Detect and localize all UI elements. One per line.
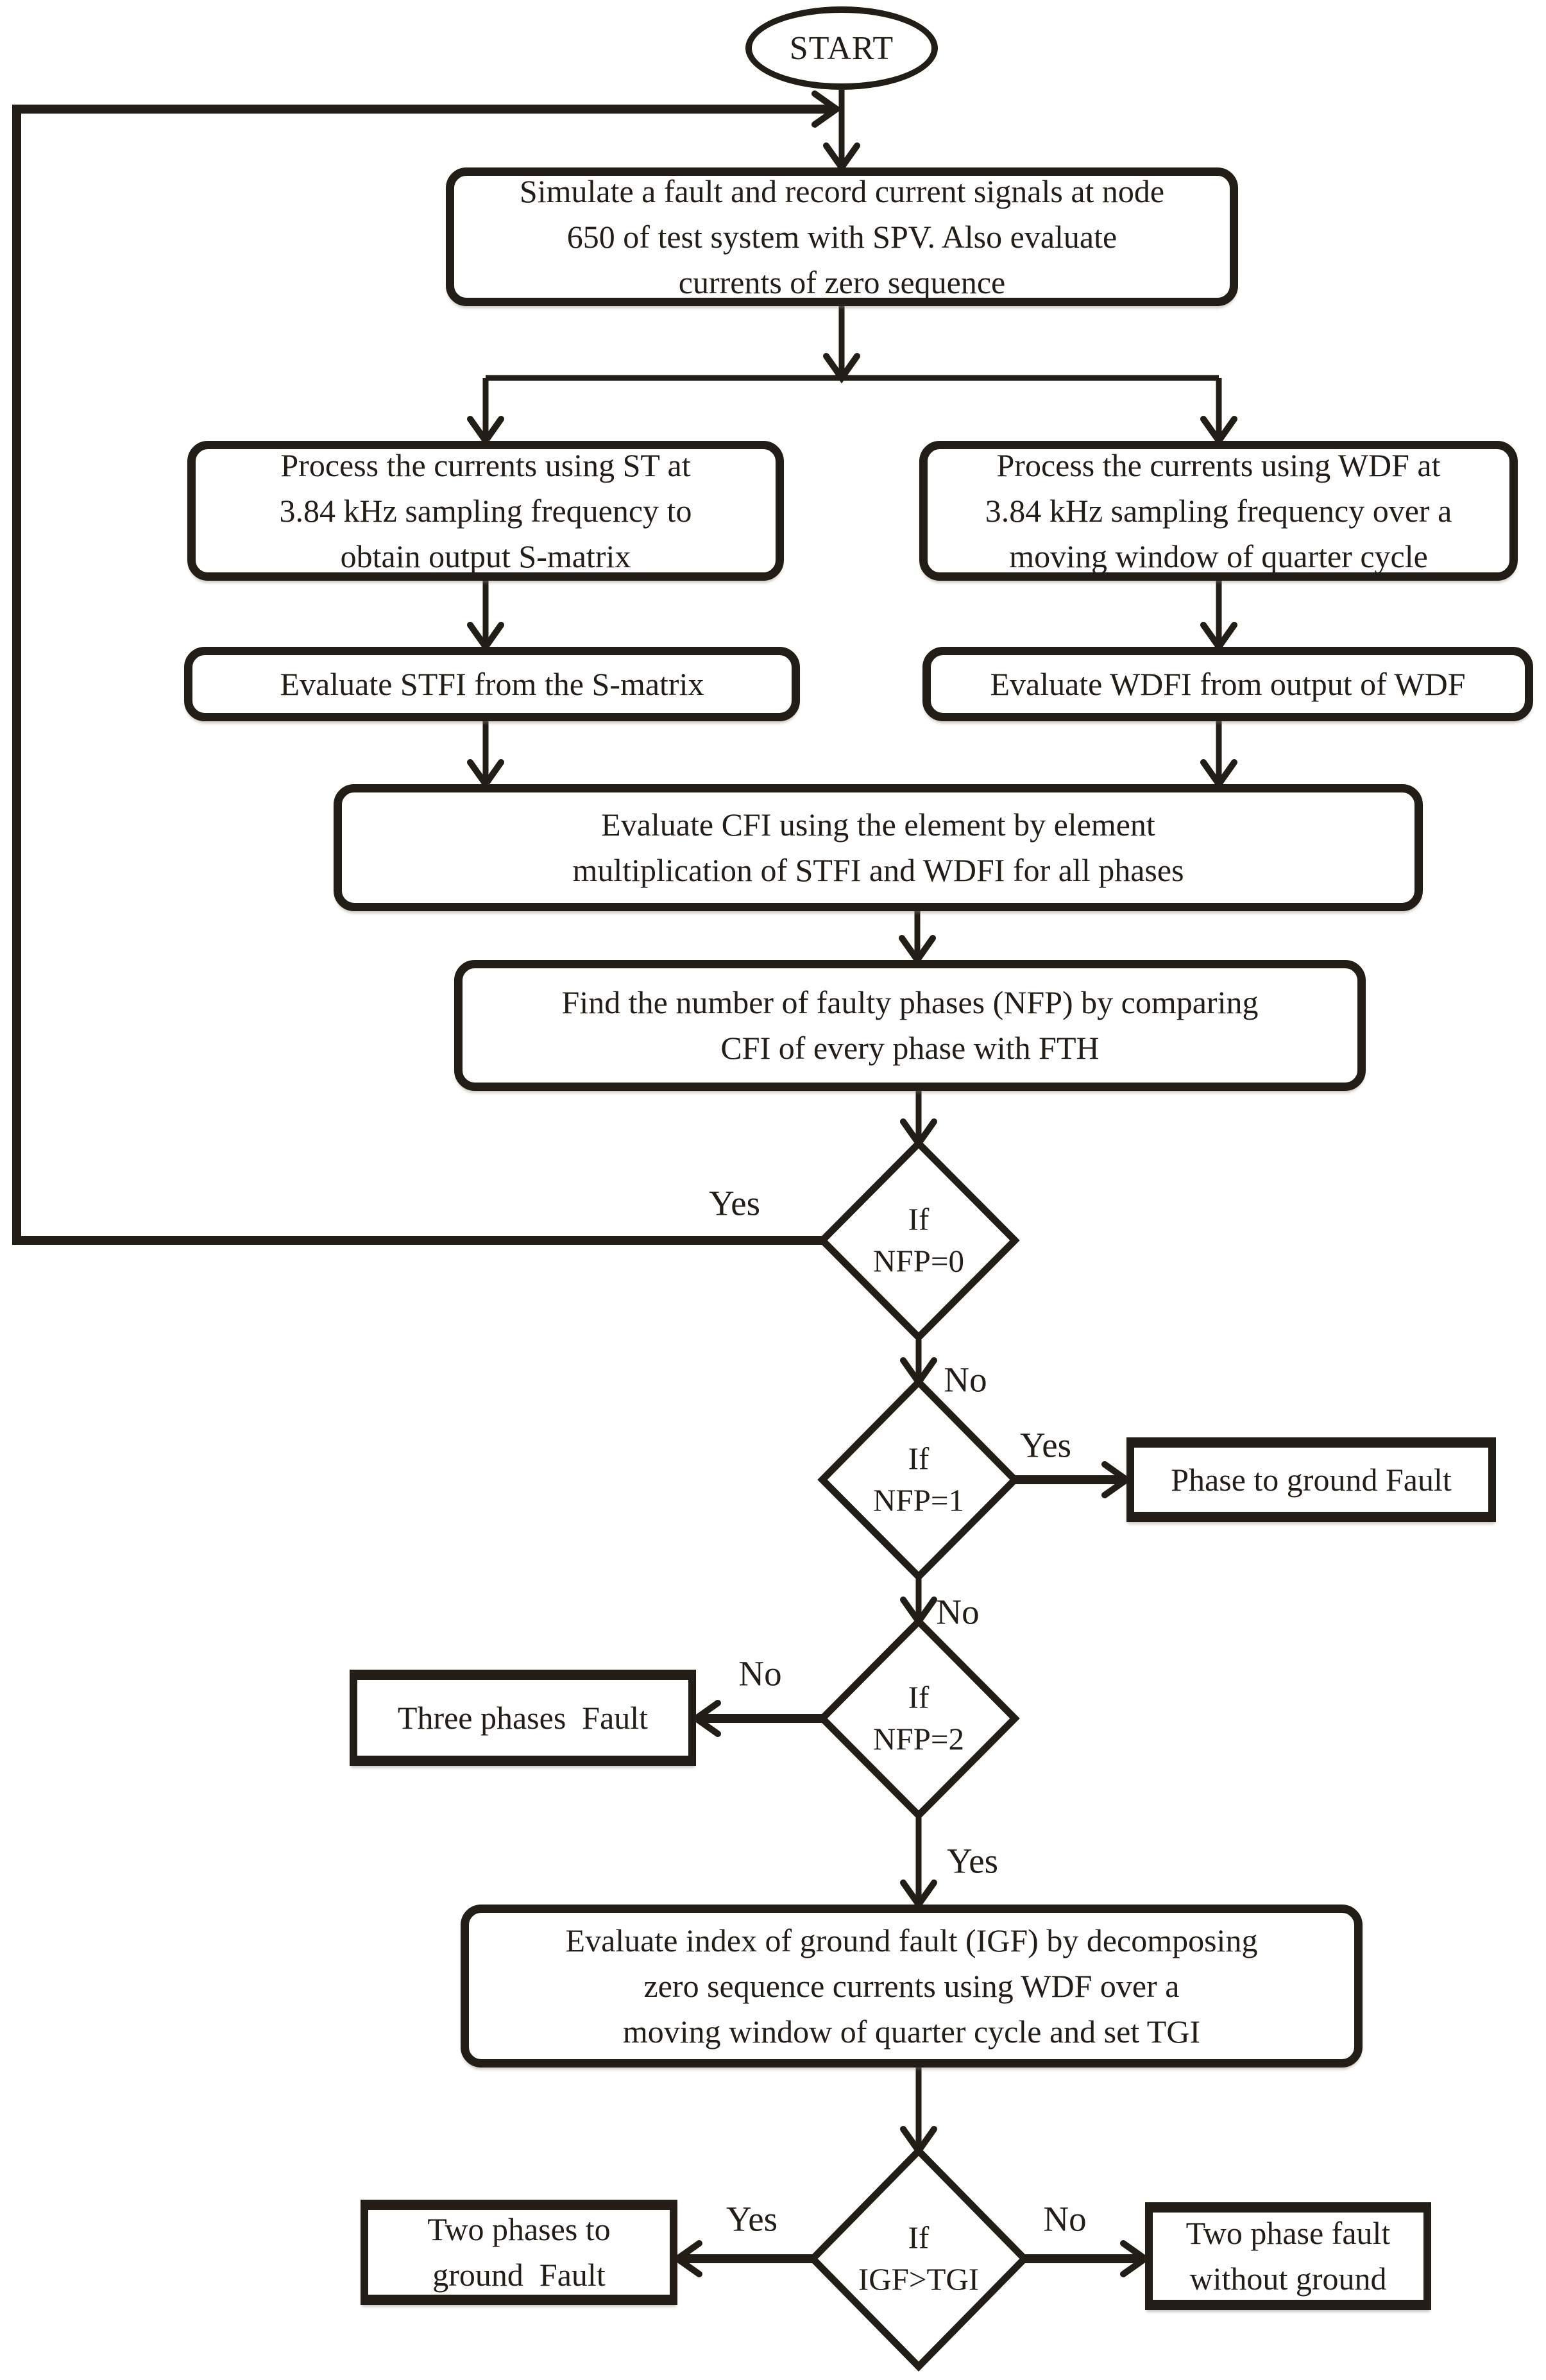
process-simulate-box: Simulate a fault and record current sign… xyxy=(446,167,1238,306)
evaluate-igf-box: Evaluate index of ground fault (IGF) by … xyxy=(461,1905,1363,2068)
process-simulate-line: currents of zero sequence xyxy=(678,264,1006,300)
decision-nfp2-line: NFP=2 xyxy=(872,1721,965,1756)
decision-igf-shape xyxy=(808,2146,1030,2372)
decision-nfp1-shape xyxy=(817,1377,1020,1582)
process-wdf-line: moving window of quarter cycle xyxy=(1009,538,1428,574)
process-wdf-line: Process the currents using WDF at xyxy=(996,447,1441,483)
evaluate-cfi-box: Evaluate CFI using the element by elemen… xyxy=(334,784,1423,911)
find-nfp-line: Find the number of faulty phases (NFP) b… xyxy=(561,984,1259,1020)
decision-nfp1-text: If NFP=1 xyxy=(873,1438,964,1521)
edge-label-nfp2-yes: Yes xyxy=(946,1841,999,1881)
edge-label-nfp0-yes: Yes xyxy=(708,1183,761,1223)
evaluate-wdfi-box: Evaluate WDFI from output of WDF xyxy=(922,647,1533,721)
process-wdf-box: Process the currents using WDF at 3.84 k… xyxy=(919,441,1518,581)
edge-label-nfp1-yes: Yes xyxy=(1019,1425,1072,1465)
evaluate-igf-line: zero sequence currents using WDF over a xyxy=(643,1967,1180,2004)
terminal-two-phase-no-ground-box: Two phase fault without ground xyxy=(1145,2202,1431,2310)
decision-nfp2-shape xyxy=(817,1616,1020,1820)
terminal-two-phase-ground-line: ground Fault xyxy=(432,2257,606,2293)
find-nfp-box: Find the number of faulty phases (NFP) b… xyxy=(454,960,1366,1091)
terminal-two-phase-ground-box: Two phases to ground Fault xyxy=(361,2200,677,2305)
decision-nfp0-shape xyxy=(817,1138,1020,1342)
decision-nfp2-line: If xyxy=(908,1679,930,1715)
decision-igf-line: IGF>TGI xyxy=(858,2261,980,2297)
terminal-three-phase-line: Three phases Fault xyxy=(397,1699,649,1736)
find-nfp-line: CFI of every phase with FTH xyxy=(720,1030,1100,1066)
decision-nfp0-text: If NFP=0 xyxy=(873,1199,964,1281)
edge-label-igf-no: No xyxy=(1043,2199,1087,2239)
evaluate-stfi-box: Evaluate STFI from the S-matrix xyxy=(184,647,800,721)
process-st-line: 3.84 kHz sampling frequency to xyxy=(279,492,692,529)
terminal-two-phase-ground-line: Two phases to xyxy=(427,2211,611,2247)
terminal-two-phase-no-ground-line: without ground xyxy=(1189,2261,1387,2297)
terminal-phase-to-ground-box: Phase to ground Fault xyxy=(1126,1437,1496,1522)
evaluate-cfi-line: Evaluate CFI using the element by elemen… xyxy=(601,807,1155,843)
process-st-box: Process the currents using ST at 3.84 kH… xyxy=(187,441,784,581)
decision-nfp0-line: NFP=0 xyxy=(872,1243,965,1278)
edge-label-nfp2-no: No xyxy=(738,1654,782,1693)
process-simulate-line: 650 of test system with SPV. Also evalua… xyxy=(566,218,1117,255)
edge-nfp0-yes-feedback xyxy=(12,90,842,1245)
terminal-phase-to-ground-line: Phase to ground Fault xyxy=(1171,1461,1452,1498)
edge-label-igf-yes: Yes xyxy=(726,2199,778,2239)
evaluate-wdfi-line: Evaluate WDFI from output of WDF xyxy=(990,665,1466,702)
decision-igf-text: If IGF>TGI xyxy=(858,2217,979,2300)
decision-nfp2-text: If NFP=2 xyxy=(873,1677,964,1759)
process-wdf-line: 3.84 kHz sampling frequency over a xyxy=(985,492,1452,529)
decision-nfp1-line: If xyxy=(908,1441,930,1477)
decision-nfp0-line: If xyxy=(908,1201,930,1237)
start-terminator: START xyxy=(745,6,938,90)
terminal-two-phase-no-ground-line: Two phase fault xyxy=(1185,2215,1391,2251)
decision-nfp1-line: NFP=1 xyxy=(872,1482,965,1518)
process-st-line: obtain output S-matrix xyxy=(340,538,631,574)
terminal-three-phase-box: Three phases Fault xyxy=(350,1670,696,1766)
edge-label-nfp0-no: No xyxy=(944,1360,987,1400)
evaluate-igf-line: Evaluate index of ground fault (IGF) by … xyxy=(565,1922,1258,1958)
evaluate-igf-line: moving window of quarter cycle and set T… xyxy=(622,2013,1201,2050)
start-label: START xyxy=(789,30,894,67)
evaluate-cfi-line: multiplication of STFI and WDFI for all … xyxy=(572,852,1184,888)
process-simulate-line: Simulate a fault and record current sign… xyxy=(519,173,1165,209)
process-st-line: Process the currents using ST at xyxy=(280,447,691,483)
edge-label-nfp1-no: No xyxy=(936,1592,980,1632)
decision-igf-line: If xyxy=(908,2220,930,2256)
evaluate-stfi-line: Evaluate STFI from the S-matrix xyxy=(280,665,704,702)
